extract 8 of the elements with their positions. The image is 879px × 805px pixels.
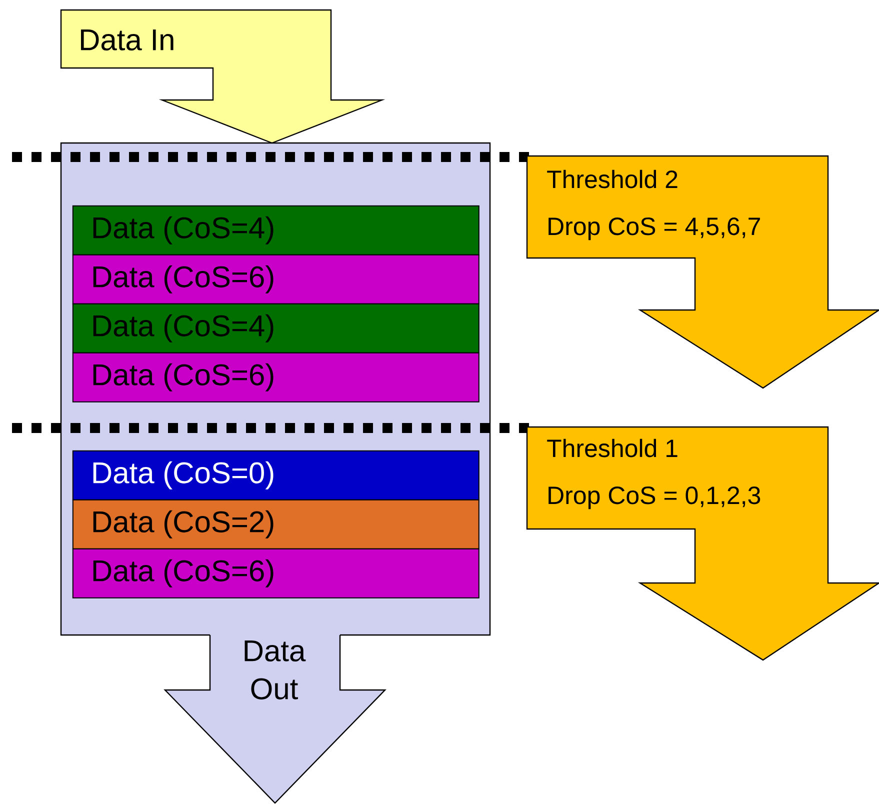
data-packet: Data (CoS=2): [72, 499, 480, 550]
data-packet: Data (CoS=4): [72, 303, 480, 354]
data-packet: Data (CoS=6): [72, 254, 480, 304]
data-packet: Data (CoS=0): [72, 450, 480, 500]
data-packet: Data (CoS=4): [72, 205, 480, 256]
node-label: Data Out: [244, 640, 306, 700]
data-packet: Data (CoS=6): [72, 352, 480, 402]
data-packet: Data (CoS=6): [72, 548, 480, 598]
